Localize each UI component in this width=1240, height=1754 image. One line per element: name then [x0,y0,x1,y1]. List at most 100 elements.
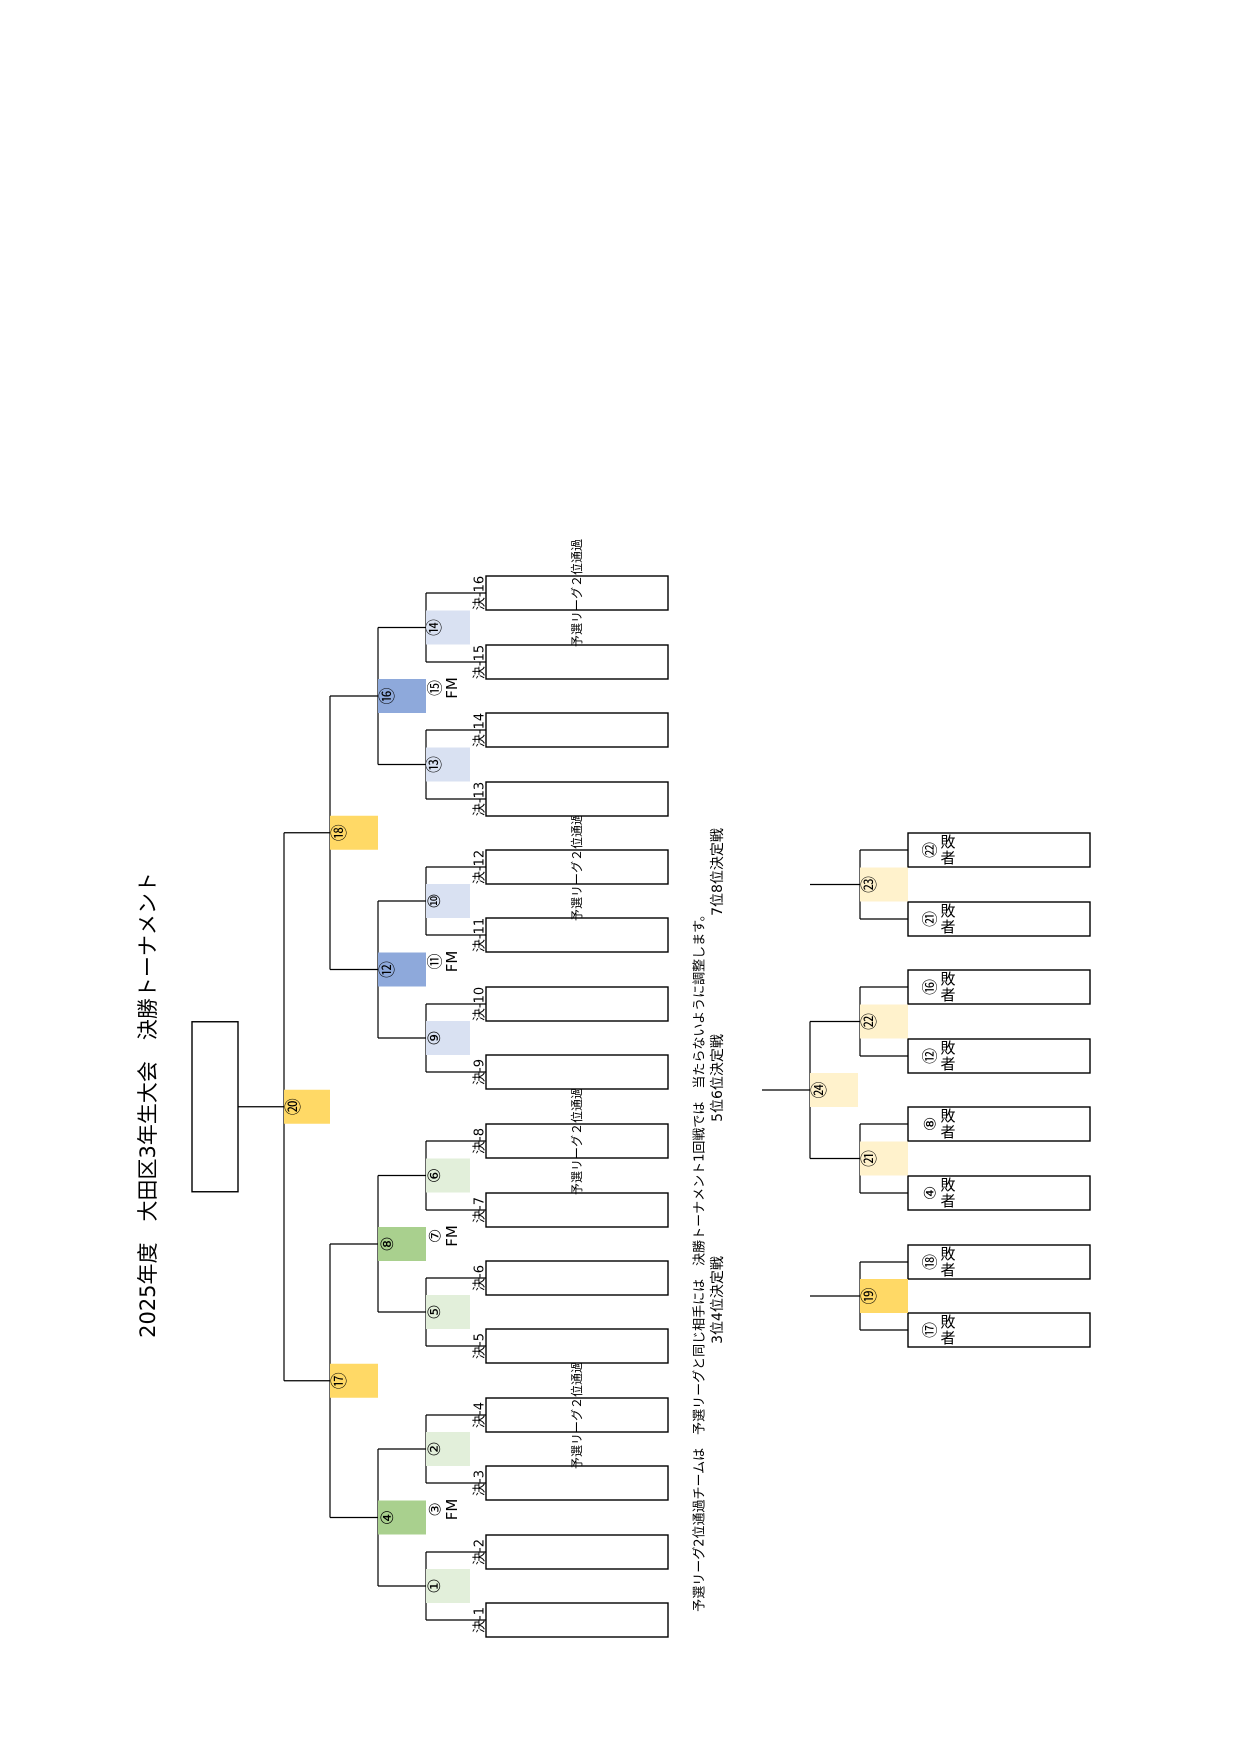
fm-label: FM [443,1499,461,1521]
r1-match-box [426,1569,470,1603]
qf-match-number: ④ [378,1510,398,1525]
svg-text:者: 者 [940,1055,955,1073]
loser-source-number: ④ [921,1186,940,1200]
team-slot-box [485,1397,669,1433]
sf-match-box [330,1363,378,1398]
svg-text:敗: 敗 [940,833,955,851]
r1-match-number: ⑭ [425,619,445,636]
loser-source-number: ⑧ [921,1117,940,1131]
seventh-place-entrant-box [907,832,1091,868]
svg-text:敗: 敗 [940,902,955,920]
qf-match-box [378,1227,426,1261]
team-slot-box [485,1192,669,1228]
team-slot-box [485,917,669,953]
r1-match-box [426,1295,470,1329]
svg-text:敗: 敗 [940,1107,955,1125]
sf-match-box [330,815,378,850]
second-place-team-label: 予選リーグ２位通過 [569,1361,584,1469]
fm-label: FM [443,677,461,699]
final-match-number: ⑳ [284,1098,304,1115]
loser-suffix: 敗者 [940,833,955,867]
r1-match-number: ① [425,1578,445,1593]
fifth-place-label: 5位6位決定戦 [710,1034,726,1122]
champion-box [191,1021,239,1193]
third-place-match-number: ⑲ [860,1288,880,1305]
svg-text:者: 者 [940,1329,955,1347]
r1-match-number: ⑩ [425,893,445,908]
loser-suffix: 敗者 [940,1039,955,1073]
fm-match-number: ⑮ [426,680,445,696]
fifth-place-semi-box [860,1141,908,1176]
fm-match-number: ③ [426,1502,445,1516]
r1-match-box [426,1432,470,1466]
team-slot-box [485,1328,669,1364]
loser-source-number: ⑫ [921,1048,940,1064]
loser-source-number: ㉒ [921,842,940,858]
loser-suffix: 敗者 [940,1245,955,1279]
final-match-box [284,1089,330,1124]
loser-source-number: ⑱ [921,1254,940,1270]
loser-suffix: 敗者 [940,1176,955,1210]
team-slot-box [485,1123,669,1159]
team-slot-box [485,986,669,1022]
seventh-place-match-box [860,867,908,902]
r1-match-number: ⑨ [425,1030,445,1045]
r1-match-number: ② [425,1441,445,1456]
seventh-place-match-number: ㉓ [860,876,880,893]
svg-text:敗: 敗 [940,1176,955,1194]
second-place-team-label: 予選リーグ２位通過 [569,813,584,921]
sf-match-number: ⑱ [330,824,350,841]
loser-suffix: 敗者 [940,902,955,936]
r1-match-box [426,747,470,782]
svg-text:者: 者 [940,986,955,1004]
team-slot-box [485,1465,669,1501]
r1-match-number: ⑬ [425,756,445,773]
second-place-team-label: 予選リーグ２位通過 [569,1087,584,1195]
svg-text:敗: 敗 [940,1313,955,1331]
page-title: 2025年度 大田区3年生大会 決勝トーナメント [136,872,160,1338]
svg-text:敗: 敗 [940,1245,955,1263]
fm-label: FM [443,1225,461,1247]
team-slot-box [485,1260,669,1296]
qf-match-box [378,952,426,987]
third-place-label: 3位4位決定戦 [710,1256,726,1344]
qf-match-number: ⑧ [378,1236,398,1251]
second-place-team-label: 予選リーグ２位通過 [569,539,584,647]
r1-match-number: ⑥ [425,1168,445,1183]
fifth-place-semi-number: ㉒ [860,1013,880,1030]
r1-match-box [426,1158,470,1193]
seventh-place-label: 7位8位決定戦 [710,828,726,916]
seventh-place-entrant-box [907,901,1091,937]
fm-label: FM [443,951,461,973]
note-line: 予選リーグ2位通過チームは 予選リーグと同じ相手には 決勝トーナメント1回戦では… [693,908,708,1612]
svg-text:者: 者 [940,1261,955,1279]
third-place-entrant-box [907,1312,1091,1348]
fifth-place-semi-number: ㉑ [860,1150,880,1167]
svg-text:敗: 敗 [940,1039,955,1057]
fifth-place-final-box [810,1073,858,1107]
qf-match-number: ⑫ [378,961,398,978]
qf-match-box [378,679,426,713]
r1-match-number: ⑤ [425,1304,445,1319]
loser-source-number: ㉑ [921,911,940,927]
r1-match-box [426,884,470,918]
r1-match-box [426,1021,470,1055]
team-slot-box [485,1534,669,1570]
loser-suffix: 敗者 [940,970,955,1004]
fifth-place-entrant-box [907,1175,1091,1211]
team-slot-box [485,781,669,817]
fm-match-number: ⑦ [426,1229,445,1243]
qf-match-box [378,1500,426,1535]
svg-text:者: 者 [940,1123,955,1141]
loser-suffix: 敗者 [940,1107,955,1141]
fifth-place-final-number: ㉔ [810,1082,830,1099]
loser-source-number: ⑰ [921,1322,940,1338]
team-slot-box [485,1602,669,1638]
fm-match-number: ⑪ [426,953,445,969]
qf-match-number: ⑯ [378,688,398,705]
team-slot-box [485,644,669,680]
loser-suffix: 敗者 [940,1313,955,1347]
svg-text:者: 者 [940,849,955,867]
team-slot-box [485,712,669,748]
